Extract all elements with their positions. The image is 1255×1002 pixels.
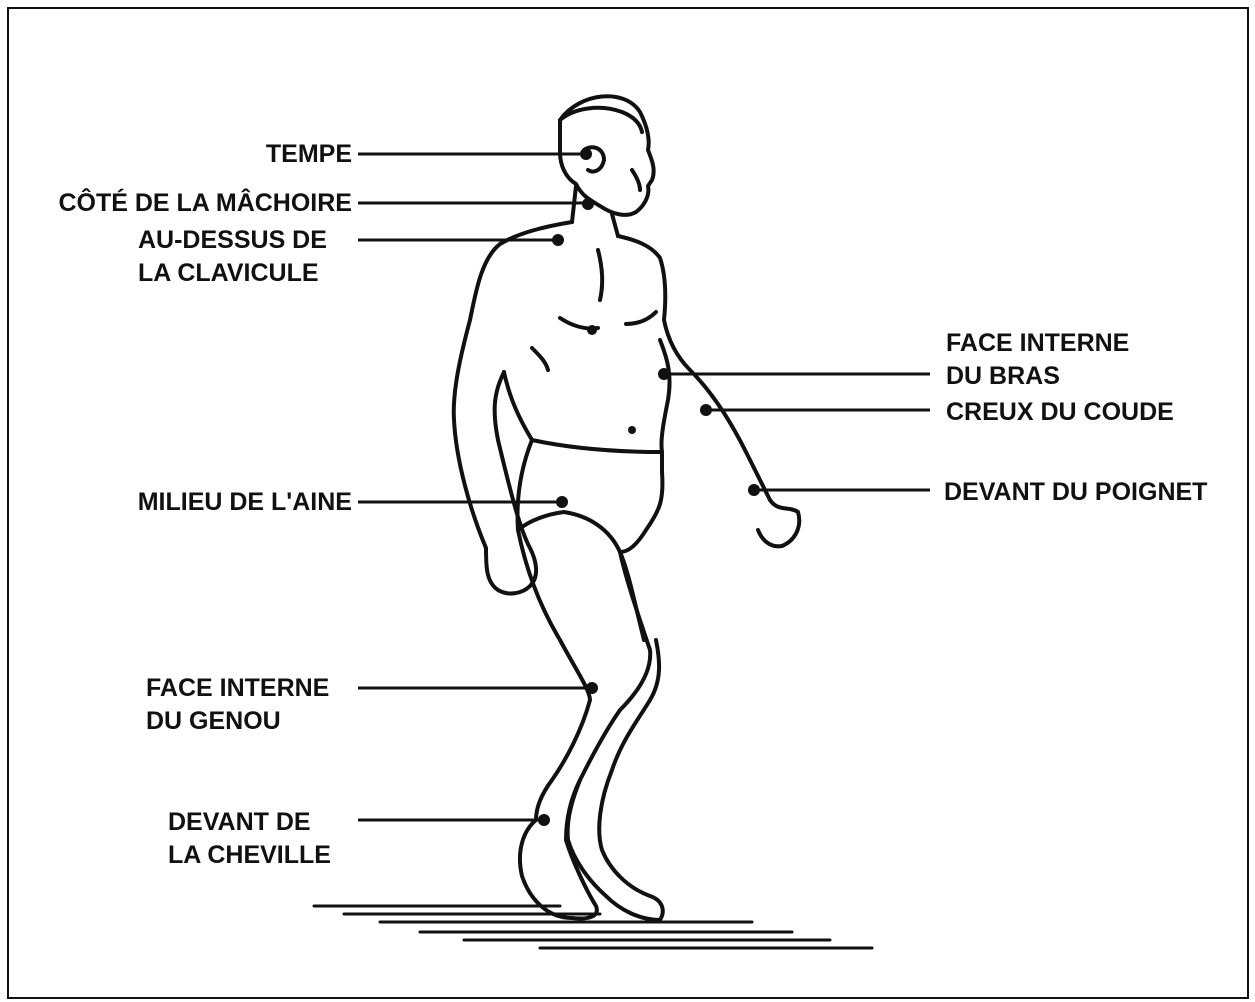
mustache-mark: [632, 170, 640, 190]
label-bras-line2: DU BRAS: [946, 360, 1129, 393]
label-aine-line1: MILIEU DE L'AINE: [60, 486, 352, 519]
dot-bras: [658, 368, 670, 380]
briefs: [518, 440, 663, 552]
label-tempe: TEMPE: [200, 138, 352, 171]
label-machoire-line1: CÔTÉ DE LA MÂCHOIRE: [14, 187, 352, 220]
dot-cheville: [538, 814, 550, 826]
label-machoire: CÔTÉ DE LA MÂCHOIRE: [14, 187, 352, 220]
label-cheville: DEVANT DE LA CHEVILLE: [168, 806, 331, 872]
dot-genou: [586, 682, 598, 694]
left-torso-side: [504, 372, 532, 440]
sternum-line: [598, 250, 602, 300]
chest-line-right: [626, 312, 656, 324]
leader-lines: [358, 154, 930, 820]
label-clavicule-line1: AU-DESSUS DE: [138, 224, 327, 257]
navel: [628, 426, 636, 434]
nipple-left: [587, 325, 597, 335]
dot-poignet: [748, 484, 760, 496]
dot-coude: [700, 404, 712, 416]
dot-aine: [556, 496, 568, 508]
label-genou-line2: DU GENOU: [146, 705, 329, 738]
human-figure: [454, 96, 799, 920]
label-aine: MILIEU DE L'AINE: [60, 486, 352, 519]
dot-clavicule: [552, 234, 564, 246]
right-leg: [568, 552, 663, 920]
inner-thigh: [620, 552, 644, 640]
dot-machoire: [582, 198, 594, 210]
label-coude: CREUX DU COUDE: [946, 396, 1174, 429]
label-genou: FACE INTERNE DU GENOU: [146, 672, 329, 738]
label-clavicule-line2: LA CLAVICULE: [138, 257, 327, 290]
rib-mark: [532, 348, 548, 370]
label-bras: FACE INTERNE DU BRAS: [946, 327, 1129, 393]
label-genou-line1: FACE INTERNE: [146, 672, 329, 705]
label-poignet-line1: DEVANT DU POIGNET: [944, 476, 1207, 509]
hair-line: [560, 108, 642, 132]
right-arm-outline: [618, 236, 799, 546]
label-bras-line1: FACE INTERNE: [946, 327, 1129, 360]
label-clavicule: AU-DESSUS DE LA CLAVICULE: [138, 224, 327, 290]
label-cheville-line2: LA CHEVILLE: [168, 839, 331, 872]
label-coude-line1: CREUX DU COUDE: [946, 396, 1174, 429]
label-tempe-line1: TEMPE: [200, 138, 352, 171]
label-poignet: DEVANT DU POIGNET: [944, 476, 1207, 509]
right-torso-side: [660, 340, 670, 452]
floor-lines: [314, 906, 872, 948]
dot-tempe: [580, 148, 592, 160]
left-arm-outline: [454, 222, 572, 593]
label-cheville-line1: DEVANT DE: [168, 806, 331, 839]
